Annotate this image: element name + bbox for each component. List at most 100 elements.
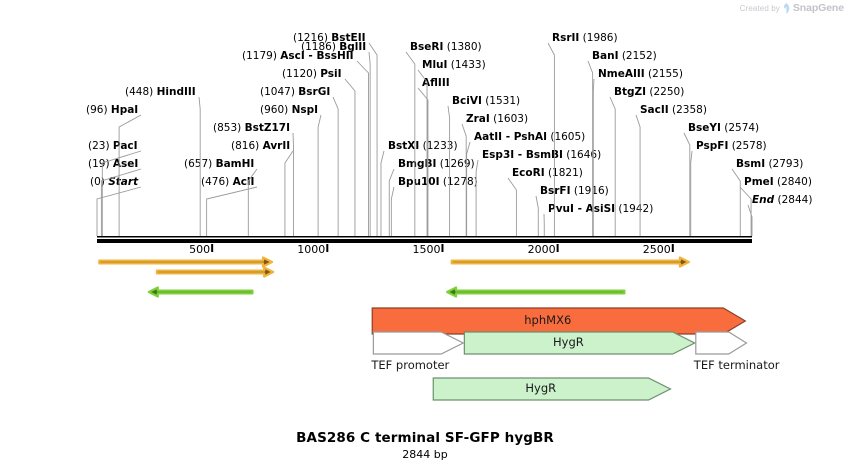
enzyme-name: PmeI xyxy=(744,176,774,188)
enzyme-name-separator: - xyxy=(573,203,586,215)
enzyme-position: (2155) xyxy=(648,68,683,80)
enzyme-name: BsmBI xyxy=(525,149,563,161)
enzyme-label-pmei[interactable]: PmeI (2840) xyxy=(744,177,812,188)
enzyme-name: BssHII xyxy=(316,50,354,62)
enzyme-label-asci[interactable]: (1179) AscI - BssHII xyxy=(242,51,354,62)
enzyme-name: BseYI xyxy=(688,122,721,134)
watermark-created-by-label: Created by xyxy=(739,3,780,13)
feature-label-hygr-1: HygR xyxy=(552,335,584,349)
enzyme-label-bsrgi[interactable]: (1047) BsrGI xyxy=(260,87,330,98)
enzyme-label-btgzi[interactable]: BtgZI (2250) xyxy=(614,87,684,98)
enzyme-position: (816) xyxy=(231,140,260,152)
enzyme-position: (0) xyxy=(90,176,105,188)
enzyme-label-end[interactable]: End (2844) xyxy=(752,195,812,206)
enzyme-name: BmgBI xyxy=(398,158,437,170)
enzyme-name: RsrII xyxy=(552,32,580,44)
enzyme-position: (1216) xyxy=(293,32,328,44)
enzyme-label-bstxi[interactable]: BstXI (1233) xyxy=(388,141,458,152)
enzyme-label-avrii[interactable]: (816) AvrII xyxy=(231,141,290,152)
feature-label-hphmx6: hphMX6 xyxy=(524,313,572,327)
enzyme-label-aatii[interactable]: AatII - PshAI (1605) xyxy=(474,132,585,143)
enzyme-name: BstZ17I xyxy=(244,122,290,134)
enzyme-label-hpai[interactable]: (96) HpaI xyxy=(86,105,138,116)
enzyme-label-pspfi[interactable]: PspFI (2578) xyxy=(696,141,767,152)
enzyme-name: NmeAIII xyxy=(598,68,645,80)
enzyme-label-bmgbi[interactable]: BmgBI (1269) xyxy=(398,159,475,170)
enzyme-name: BstXI xyxy=(388,140,420,152)
map-title: BAS286 C terminal SF-GFP hygBR xyxy=(296,430,554,446)
enzyme-label-rsrii[interactable]: RsrII (1986) xyxy=(552,33,618,44)
ruler-tick-1500: 1500 xyxy=(412,243,441,256)
enzyme-label-bstz17i[interactable]: (853) BstZ17I xyxy=(213,123,290,134)
enzyme-position: (960) xyxy=(260,104,289,116)
primer-primer-4[interactable] xyxy=(450,256,690,268)
enzyme-position: (2844) xyxy=(777,194,813,206)
enzyme-name: Esp3I xyxy=(482,149,515,161)
enzyme-position: (1269) xyxy=(439,158,475,170)
feature-hygr-1[interactable] xyxy=(463,331,696,355)
enzyme-label-psii[interactable]: (1120) PsiI xyxy=(282,69,342,80)
enzyme-position: (96) xyxy=(86,104,108,116)
enzyme-name: HpaI xyxy=(110,104,139,116)
enzyme-name: PshAI xyxy=(513,131,547,143)
enzyme-name: PsiI xyxy=(320,68,342,80)
feature-hygr-2[interactable] xyxy=(432,377,672,401)
enzyme-name: NspI xyxy=(291,104,319,116)
enzyme-label-esp3i[interactable]: Esp3I - BsmBI (1646) xyxy=(482,150,601,161)
enzyme-position: (1605) xyxy=(550,131,586,143)
enzyme-label-sacii[interactable]: SacII (2358) xyxy=(640,105,707,116)
enzyme-position: (1433) xyxy=(450,59,486,71)
enzyme-position: (2250) xyxy=(649,86,685,98)
enzyme-label-nspi[interactable]: (960) NspI xyxy=(260,105,318,116)
enzyme-name: BsmI xyxy=(736,158,766,170)
enzyme-label-bstell[interactable]: (1216) BstEII xyxy=(293,33,366,44)
primer-primer-1[interactable] xyxy=(98,256,274,268)
enzyme-position: (1233) xyxy=(422,140,458,152)
enzyme-position: (2840) xyxy=(777,176,812,188)
enzyme-name: PvuI xyxy=(548,203,574,215)
enzyme-position: (1278) xyxy=(442,176,478,188)
enzyme-label-acli[interactable]: (476) AclI xyxy=(201,177,254,188)
enzyme-name: BsrGI xyxy=(298,86,331,98)
primer-primer-5[interactable] xyxy=(445,286,626,298)
enzyme-name: BanI xyxy=(592,50,619,62)
enzyme-position: (1646) xyxy=(566,149,602,161)
primer-primer-2[interactable] xyxy=(155,266,275,278)
enzyme-label-hindiii[interactable]: (448) HindIII xyxy=(125,87,196,98)
enzyme-position: (1179) xyxy=(242,50,277,62)
enzyme-name: AsiSI xyxy=(585,203,616,215)
enzyme-name: BciVI xyxy=(452,95,482,107)
enzyme-position: (657) xyxy=(184,158,213,170)
enzyme-label-bani[interactable]: BanI (2152) xyxy=(592,51,657,62)
feature-tef-promoter[interactable] xyxy=(372,331,465,355)
enzyme-label-mlui[interactable]: MluI (1433) xyxy=(422,60,486,71)
enzyme-name: MluI xyxy=(422,59,448,71)
enzyme-label-bcivi[interactable]: BciVI (1531) xyxy=(452,96,520,107)
enzyme-label-bseri[interactable]: BseRI (1380) xyxy=(410,42,482,53)
enzyme-name: BsrFI xyxy=(540,185,571,197)
enzyme-label-zrai[interactable]: ZraI (1603) xyxy=(466,114,528,125)
enzyme-label-ecori[interactable]: EcoRI (1821) xyxy=(512,168,583,179)
enzyme-label-nmeaiii[interactable]: NmeAIII (2155) xyxy=(598,69,683,80)
enzyme-position: (2358) xyxy=(672,104,707,116)
feature-tef-terminator[interactable] xyxy=(695,331,748,355)
enzyme-label-bamhi[interactable]: (657) BamHI xyxy=(184,159,254,170)
feature-label-tef-promoter: TEF promoter xyxy=(371,358,450,372)
enzyme-name: AflIII xyxy=(422,77,450,89)
ruler-tick-2000: 2000 xyxy=(527,243,556,256)
enzyme-position: (1603) xyxy=(493,113,529,125)
enzyme-label-bsmi[interactable]: BsmI (2793) xyxy=(736,159,803,170)
primer-primer-3[interactable] xyxy=(147,286,254,298)
enzyme-label-afliii[interactable]: AflIII xyxy=(422,78,450,89)
enzyme-name: BtgZI xyxy=(614,86,647,98)
feature-label-hygr-2: HygR xyxy=(525,381,557,395)
enzyme-label-bglii[interactable]: (1186) BglII xyxy=(301,42,366,53)
enzyme-label-bseyi[interactable]: BseYI (2574) xyxy=(688,123,759,134)
enzyme-position: (1821) xyxy=(547,167,583,179)
enzyme-name: AclI xyxy=(232,176,255,188)
snapgene-watermark: Created by SnapGene xyxy=(740,2,844,14)
enzyme-name: AvrII xyxy=(262,140,291,152)
feature-hphmx6[interactable] xyxy=(371,307,747,335)
enzyme-name: SacII xyxy=(640,104,669,116)
